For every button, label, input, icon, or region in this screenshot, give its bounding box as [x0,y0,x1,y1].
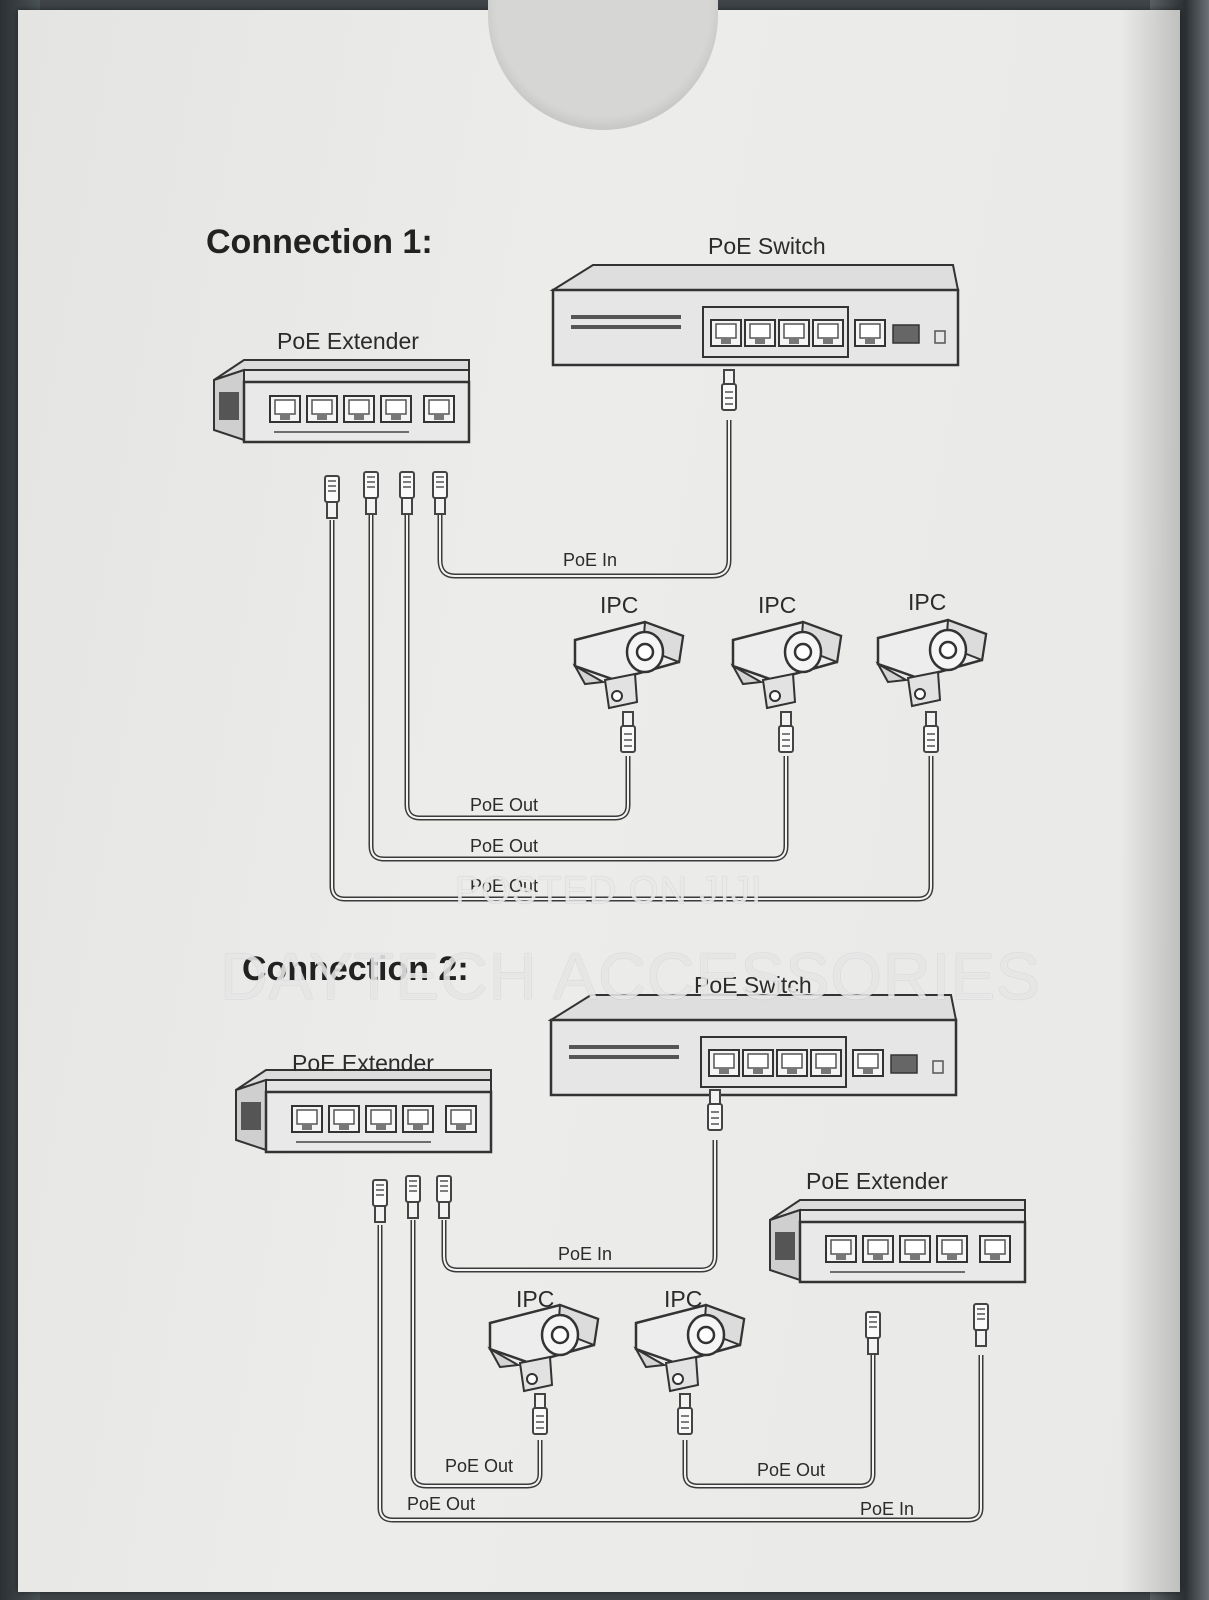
c2-cam-plug-1 [532,1393,548,1435]
connection2-heading: Connection 2: [242,950,469,988]
connection1-diagram [214,265,988,902]
box-edge-shadow [1120,10,1180,1592]
c1-poe-out-label-2: PoE Out [470,836,539,856]
c1-camera-label-1: IPC [600,592,639,618]
c2-poe-out-label-2: PoE Out [757,1460,826,1480]
c1-camera-3 [876,618,988,708]
c2-ext2-plug-2 [973,1303,989,1347]
c2-ext-plug-1 [372,1179,388,1223]
c1-cam-plug-2 [778,711,794,753]
c1-poe-switch [553,265,958,365]
c2-camera-label-1: IPC [516,1286,555,1312]
c2-extender2-label: PoE Extender [806,1168,948,1194]
c2-cam-plug-2 [677,1393,693,1435]
c2-poe-in-label-2: PoE In [860,1499,915,1519]
c1-switch-label: PoE Switch [708,233,826,259]
c1-camera-label-2: IPC [758,592,797,618]
watermark-daytech-accessories: DAYTECH ACCESSORIES [220,939,1041,1013]
c1-extender-label: PoE Extender [277,328,419,354]
c2-poe-extender-2 [770,1200,1025,1282]
c2-camera-label-2: IPC [664,1286,703,1312]
c1-poe-in-label: PoE In [563,550,618,570]
c2-ext2-plug-1 [865,1311,881,1355]
c2-camera-2 [634,1303,746,1393]
c2-poe-in-label-1: PoE In [558,1244,613,1264]
c2-switch-label: PoE Switch [694,972,812,998]
c1-ext-plug-1 [324,475,340,519]
c2-extender-label: PoE Extender [292,1050,434,1076]
c1-camera-label-3: IPC [908,589,947,615]
c1-cam-plug-1 [620,711,636,753]
c1-camera-2 [731,620,843,710]
c2-poe-extender [236,1070,491,1152]
watermark-posted-on-jiji: POSTED ON JIJI [455,870,763,912]
c1-poe-out-label-1: PoE Out [470,795,539,815]
c2-poe-out-label-1: PoE Out [445,1456,514,1476]
c2-ext-plug-3 [436,1175,452,1219]
c2-switch-plug [707,1089,723,1131]
c1-ext-plug-3 [399,471,415,515]
c1-camera-1 [573,620,685,710]
connection2-diagram [236,995,1025,1523]
c1-ext-plug-4 [432,471,448,515]
c2-ext-plug-2 [405,1175,421,1219]
c1-poe-out-label-3: PoE Out [470,876,539,896]
c1-switch-plug [721,369,737,411]
c1-ext-plug-2 [363,471,379,515]
connection1-heading: Connection 1: [206,223,433,261]
c1-cam-plug-3 [923,711,939,753]
c2-poe-out-label-3: PoE Out [407,1494,476,1514]
c1-poe-extender [214,360,469,442]
c2-camera-1 [488,1303,600,1393]
